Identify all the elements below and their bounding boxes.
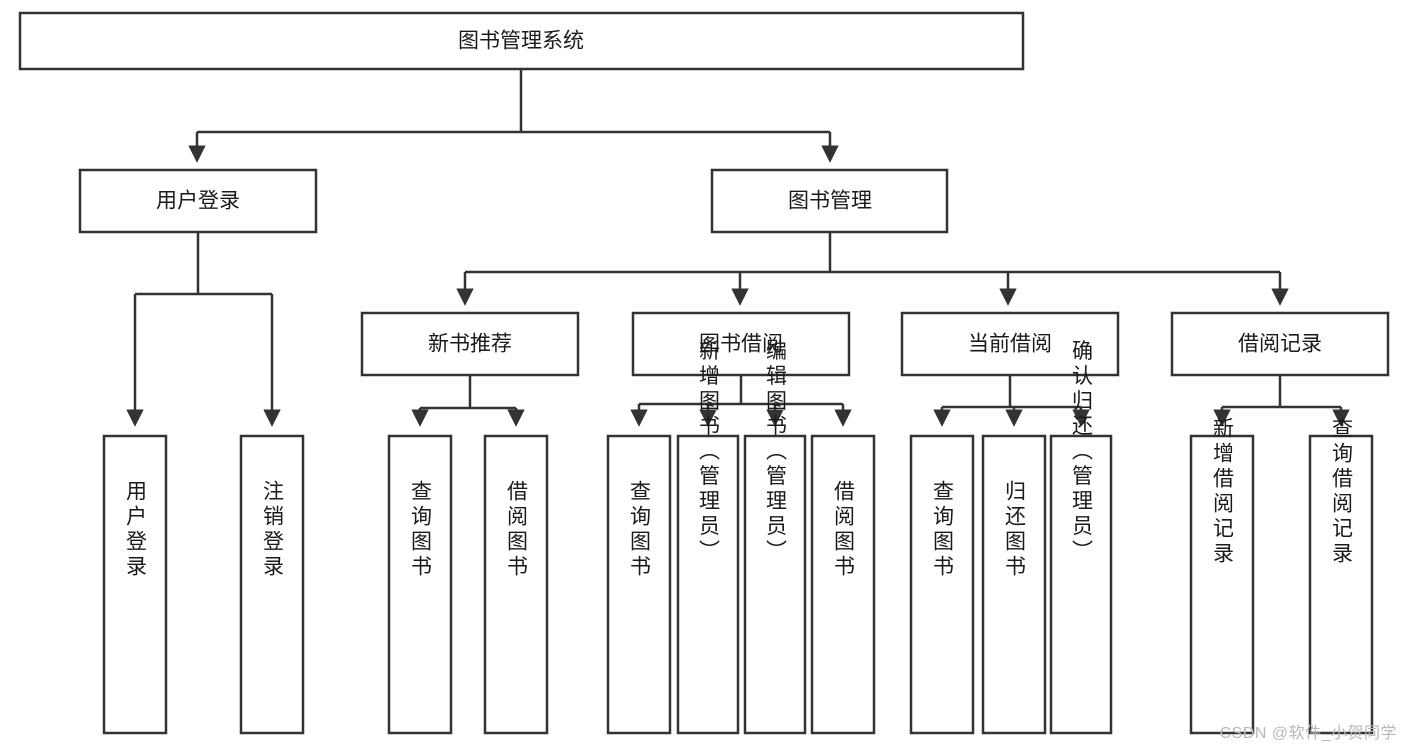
node-leaf-query-book-1-label: 查询图书 <box>409 480 433 580</box>
node-leaf-query-borrow-record-label: 查询借阅记录 <box>1330 417 1354 567</box>
node-leaf-query-borrow-record-box <box>1308 434 1374 735</box>
node-leaf-add-borrow-record-box <box>1189 434 1255 735</box>
node-leaf-borrow-book-2-label: 借阅图书 <box>832 480 856 580</box>
node-leaf-user-login-label: 用户登录 <box>124 480 148 580</box>
node-current-borrow[interactable]: 当前借阅 <box>900 311 1120 377</box>
node-leaf-query-book-2-box <box>606 434 672 735</box>
node-leaf-add-borrow-record[interactable]: 新增借阅记录 <box>1189 417 1255 735</box>
node-leaf-confirm-return-label: 确认归还（管理员） <box>1070 340 1094 565</box>
csdn-watermark: CSDN @软件_小贺同学 <box>1219 725 1397 742</box>
node-leaf-borrow-book-1-box <box>483 434 549 735</box>
node-borrow-record-label: 借阅记录 <box>1238 333 1322 356</box>
node-leaf-query-borrow-record[interactable]: 查询借阅记录 <box>1308 417 1374 735</box>
node-leaf-borrow-book-2-box <box>810 434 876 735</box>
connector-current-borrow-to-leaves <box>933 375 1090 427</box>
node-book-borrow-label: 图书借阅 <box>699 333 783 356</box>
node-new-book-recommend-label: 新书推荐 <box>428 333 512 356</box>
node-leaf-add-book-box <box>676 434 740 735</box>
node-leaf-user-logout-label: 注销登录 <box>261 480 285 580</box>
node-current-borrow-box <box>900 311 1120 377</box>
connector-root-to-level2 <box>188 69 839 163</box>
node-book-manage[interactable]: 图书管理 <box>710 168 949 234</box>
node-leaf-add-book[interactable]: 新增图书（管理员） <box>676 340 740 735</box>
node-root-label: 图书管理系统 <box>458 30 584 53</box>
node-leaf-query-book-1-box <box>387 434 453 735</box>
node-leaf-edit-book[interactable]: 编辑图书（管理员） <box>743 340 807 735</box>
node-new-book-recommend-box <box>360 311 580 377</box>
node-leaf-query-book-1[interactable]: 查询图书 <box>387 434 453 735</box>
node-leaf-borrow-book-1-label: 借阅图书 <box>505 480 529 580</box>
connector-user-login-to-leaves <box>126 232 281 427</box>
node-user-login[interactable]: 用户登录 <box>78 168 318 234</box>
leaf-nodes-group: 用户登录 注销登录 查询图书 借阅图书 查询图书 新增图书（管理员） 编辑图书（… <box>102 340 1374 735</box>
node-book-manage-label: 图书管理 <box>788 190 872 213</box>
node-user-login-label: 用户登录 <box>156 190 240 213</box>
node-root[interactable]: 图书管理系统 <box>18 11 1025 71</box>
node-borrow-record[interactable]: 借阅记录 <box>1170 311 1390 377</box>
node-leaf-edit-book-label: 编辑图书（管理员） <box>764 340 788 565</box>
node-book-manage-box <box>710 168 949 234</box>
node-leaf-query-book-3-label: 查询图书 <box>931 480 955 580</box>
node-leaf-user-logout-box <box>239 434 305 735</box>
node-new-book-recommend[interactable]: 新书推荐 <box>360 311 580 377</box>
connector-borrow-record-to-leaves <box>1213 375 1350 427</box>
node-leaf-borrow-book-1[interactable]: 借阅图书 <box>483 434 549 735</box>
connector-new-book-recommend-to-leaves <box>411 375 525 427</box>
node-current-borrow-label: 当前借阅 <box>968 333 1052 356</box>
node-leaf-query-book-2-label: 查询图书 <box>628 480 652 580</box>
connector-book-manage-to-level3 <box>456 232 1289 306</box>
node-leaf-query-book-3-box <box>909 434 975 735</box>
node-leaf-query-book-2[interactable]: 查询图书 <box>606 434 672 735</box>
node-borrow-record-box <box>1170 311 1390 377</box>
node-leaf-borrow-book-2[interactable]: 借阅图书 <box>810 434 876 735</box>
node-leaf-user-logout[interactable]: 注销登录 <box>239 434 305 735</box>
node-root-box <box>18 11 1025 71</box>
node-leaf-confirm-return-box <box>1049 434 1113 735</box>
node-leaf-edit-book-box <box>743 434 807 735</box>
node-leaf-return-book-label: 归还图书 <box>1003 480 1027 580</box>
node-leaf-user-login[interactable]: 用户登录 <box>102 434 168 735</box>
node-leaf-query-book-3[interactable]: 查询图书 <box>909 434 975 735</box>
node-book-borrow[interactable]: 图书借阅 <box>631 311 851 377</box>
node-book-borrow-box <box>631 311 851 377</box>
node-leaf-confirm-return[interactable]: 确认归还（管理员） <box>1049 340 1113 735</box>
node-leaf-return-book-box <box>981 434 1047 735</box>
node-leaf-return-book[interactable]: 归还图书 <box>981 434 1047 735</box>
node-leaf-add-book-label: 新增图书（管理员） <box>697 340 721 565</box>
node-leaf-user-login-box <box>102 434 168 735</box>
connector-book-borrow-to-leaves <box>630 375 852 427</box>
node-leaf-add-borrow-record-label: 新增借阅记录 <box>1211 417 1235 567</box>
